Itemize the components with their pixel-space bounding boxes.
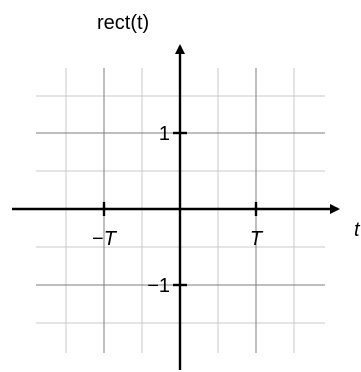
y-tick-label: 1 bbox=[159, 123, 170, 145]
x-axis-label: t bbox=[354, 219, 361, 241]
x-tick-label: −T bbox=[92, 228, 118, 250]
x-tick-label-sign: − bbox=[92, 228, 104, 250]
x-tick-label-var: T bbox=[104, 228, 118, 250]
tick-marks bbox=[102, 131, 258, 287]
y-tick-label: −1 bbox=[147, 275, 170, 297]
x-tick-label-var: T bbox=[250, 228, 264, 250]
chart-title: rect(t) bbox=[97, 12, 149, 34]
x-tick-label: T bbox=[250, 228, 264, 250]
chart-title-text: rect(t) bbox=[97, 12, 149, 34]
